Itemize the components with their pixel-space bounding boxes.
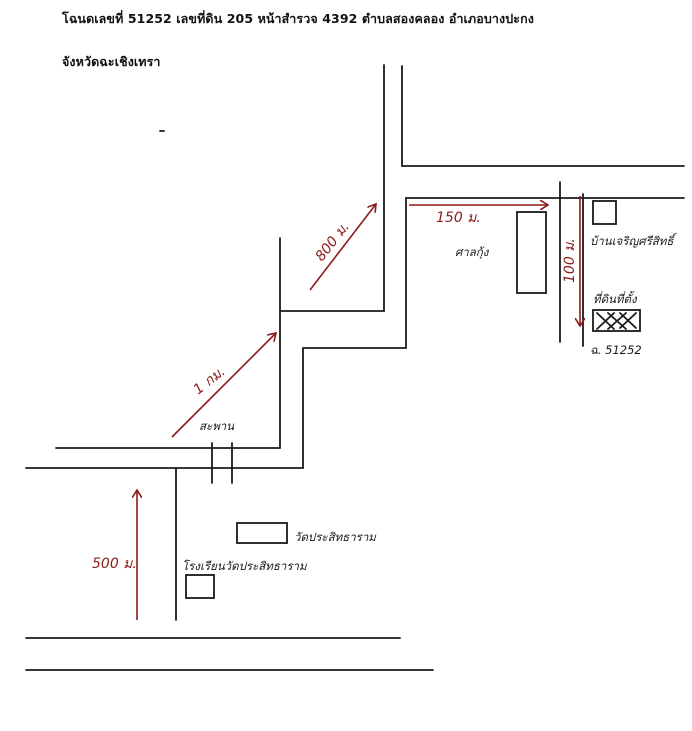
land-parcel-hatch [596, 312, 637, 330]
lane-outer-edge [175, 197, 685, 469]
school-building [185, 574, 215, 599]
label-500m: 500 ม. [92, 556, 137, 572]
arrow-1km [171, 333, 276, 438]
label-150m: 150 ม. [436, 210, 481, 226]
label-shrine: ศาลกุ้ง [455, 245, 490, 259]
label-school: โรงเรียนวัดประสิทธาราม [182, 559, 308, 573]
arrow-800m [309, 204, 376, 291]
temple-building [236, 522, 288, 544]
deed-title-line: โฉนดเลขที่ 51252 เลขที่ดิน 205 หน้าสำรวจ… [62, 11, 534, 26]
upper-right-road-edge [401, 65, 685, 167]
label-neighbor-house: บ้านเจริญศรีสิทธิ์ [590, 232, 678, 248]
province-line: จังหวัดฉะเชิงเทรา [62, 54, 161, 69]
neighbor-house-building [592, 200, 617, 225]
label-temple: วัดประสิทธาราม [294, 530, 377, 544]
lane-inner-edge [279, 64, 385, 449]
label-deed-no: ฉ. 51252 [590, 343, 642, 357]
label-100m: 100 ม. [562, 238, 578, 283]
label-land-parcel: ที่ดินที่ตั้ง [593, 290, 638, 306]
shrine-building [516, 211, 547, 294]
label-1km: 1 กม. [191, 364, 229, 398]
label-bridge: สะพาน [199, 419, 235, 433]
main-road-bottom-edge [25, 467, 177, 621]
